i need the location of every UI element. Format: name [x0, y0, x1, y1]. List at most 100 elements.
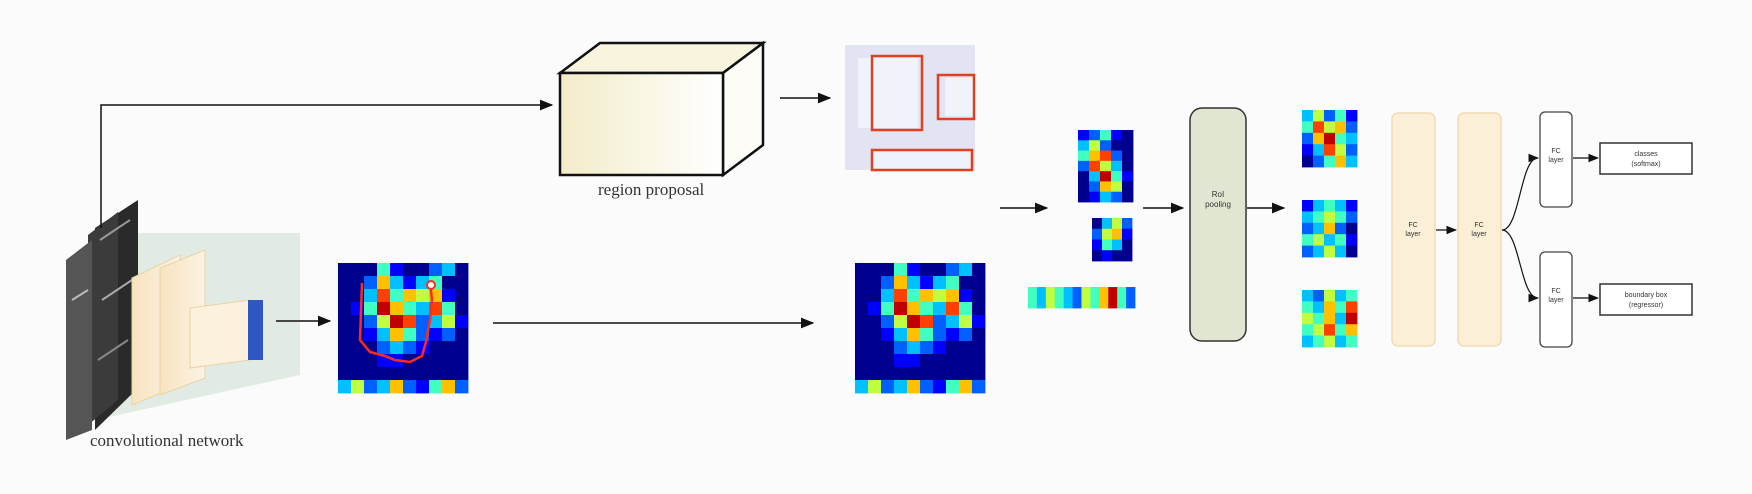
heatmap-cell — [1302, 324, 1314, 336]
heatmap-cell — [390, 367, 404, 381]
heatmap-cell — [1313, 144, 1325, 156]
heatmap-cell — [1102, 218, 1113, 230]
heatmap-cell — [1313, 301, 1325, 314]
heatmap-cell — [959, 263, 973, 277]
heatmap-cell — [416, 315, 430, 329]
heatmap-cell — [868, 315, 882, 329]
heatmap-cell — [338, 341, 352, 355]
heatmap-cell — [1100, 150, 1112, 162]
heatmap-cell — [1346, 245, 1358, 258]
heatmap-cell — [972, 380, 986, 394]
heatmap-cell — [1092, 228, 1103, 240]
heatmap-cell — [946, 328, 960, 342]
heatmap-cell — [442, 302, 456, 316]
input-image-stack — [66, 200, 138, 440]
heatmap-cell — [390, 289, 404, 303]
heatmap-cell — [855, 289, 869, 303]
heatmap-cell — [1313, 234, 1325, 246]
heatmap-cell — [377, 328, 391, 342]
heatmap-cell — [881, 302, 895, 316]
heatmap-cell — [403, 263, 417, 277]
heatmap-cell — [1122, 140, 1134, 151]
conv-layer-3 — [189, 299, 251, 369]
heatmap-cell — [946, 263, 960, 277]
heatmap-cell — [907, 276, 921, 290]
heatmap-cell — [1089, 191, 1101, 203]
heatmap-cell — [377, 341, 391, 355]
boundary-box-label-line1: boundary box — [1625, 292, 1668, 299]
classes-label-line2: (softmax) — [1631, 161, 1660, 168]
heatmap-cell — [1335, 324, 1347, 336]
heatmap-cell — [972, 263, 986, 277]
heatmap-cell — [920, 315, 934, 329]
heatmap-cell — [1335, 121, 1347, 134]
heatmap-cell — [933, 276, 947, 290]
heatmap-cell — [1126, 287, 1136, 309]
heatmap-cell — [1122, 239, 1133, 251]
heatmap-cell — [1324, 301, 1336, 314]
region-proposal-label: region proposal — [598, 180, 705, 199]
heatmap-cell — [1089, 160, 1101, 172]
heatmap-cell — [972, 315, 986, 329]
heatmap-cell — [377, 263, 391, 277]
heatmap-cell — [390, 263, 404, 277]
heatmap-cell — [1335, 312, 1347, 325]
heatmap-cell — [377, 380, 391, 394]
heatmap-cell — [907, 367, 921, 381]
heatmap-cell — [338, 380, 352, 394]
heatmap-cell — [1117, 287, 1127, 309]
heatmap-cell — [1324, 290, 1336, 302]
roi-pooling-label-line1: RoI — [1212, 190, 1224, 199]
proposal-regions-image — [845, 45, 976, 172]
heatmap-cell — [959, 328, 973, 342]
heatmap-cell — [1122, 171, 1134, 182]
heatmap-cell — [455, 263, 469, 277]
heatmap-cell — [907, 315, 921, 329]
heatmap-cell — [946, 315, 960, 329]
heatmap-cell — [1346, 312, 1358, 325]
feature-map-heatmap — [338, 263, 469, 394]
heatmap-cell — [1111, 181, 1123, 193]
convolutional-network-illustration: convolutional network — [66, 200, 300, 450]
heatmap-cell — [377, 302, 391, 316]
heatmap-cell — [1111, 130, 1123, 141]
branch-to-classifier — [1501, 153, 1540, 231]
heatmap-cell — [1346, 132, 1358, 145]
heatmap-cell — [403, 367, 417, 381]
heatmap-cell — [894, 289, 908, 303]
heatmap-cell — [933, 263, 947, 277]
heatmap-cell — [855, 367, 869, 381]
heatmap-cell — [920, 341, 934, 355]
cursor-marker — [426, 280, 436, 290]
heatmap-cell — [442, 289, 456, 303]
fc-layer-classifier: FC layer — [1539, 111, 1573, 208]
heatmap-cell — [894, 341, 908, 355]
heatmap-cell — [907, 302, 921, 316]
heatmap-cell — [416, 289, 430, 303]
heatmap-cell — [1122, 218, 1133, 230]
heatmap-cell — [1078, 171, 1090, 182]
heatmap-cell — [338, 276, 352, 290]
heatmap-cell — [338, 263, 352, 277]
heatmap-cell — [1335, 110, 1347, 122]
heatmap-cell — [1302, 290, 1314, 302]
fc-layer-1-label-line2: layer — [1405, 231, 1421, 238]
heatmap-cell — [351, 354, 365, 368]
heatmap-cell — [959, 302, 973, 316]
heatmap-cell — [933, 302, 947, 316]
heatmap-cell — [1092, 218, 1103, 230]
heatmap-cell — [1072, 287, 1082, 309]
heatmap-cell — [1346, 200, 1358, 212]
heatmap-cell — [1313, 110, 1325, 122]
heatmap-cell — [1122, 181, 1134, 193]
heatmap-cell — [403, 276, 417, 290]
heatmap-cell — [1089, 130, 1101, 141]
heatmap-cell — [390, 315, 404, 329]
heatmap-cell — [1089, 150, 1101, 162]
heatmap-cell — [1313, 132, 1325, 145]
heatmap-cell — [1346, 324, 1358, 336]
heatmap-cell — [959, 289, 973, 303]
heatmap-cell — [972, 289, 986, 303]
heatmap-cell — [1324, 155, 1336, 168]
heatmap-cell — [455, 380, 469, 394]
